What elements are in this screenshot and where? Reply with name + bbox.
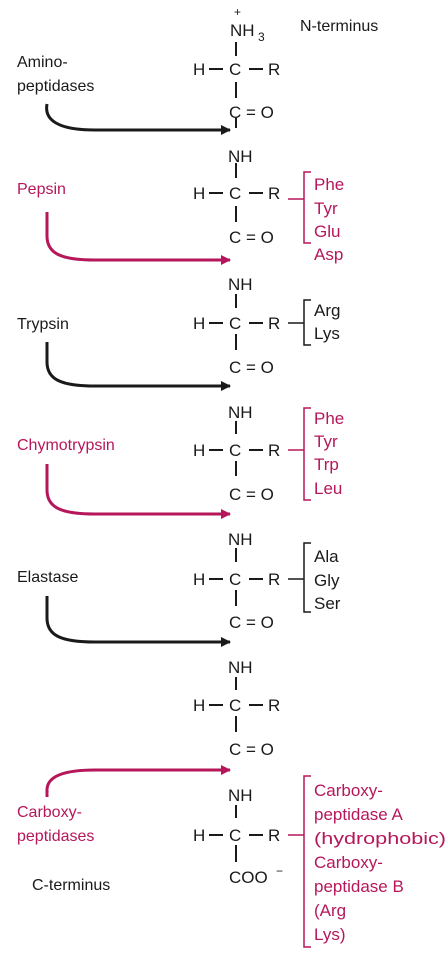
amide-nh: NH bbox=[228, 530, 253, 549]
enzyme-elastase: Elastase bbox=[17, 569, 78, 586]
amide-nh: NH bbox=[228, 147, 253, 166]
alpha-carbon: C bbox=[229, 60, 241, 79]
r-group: R bbox=[268, 696, 280, 715]
n-terminal-amino-group: NH 3 + bbox=[230, 5, 265, 44]
carbonyl: C = O bbox=[229, 613, 274, 632]
carbonyl: C = O bbox=[229, 358, 274, 377]
residue-label: Leu bbox=[314, 479, 342, 498]
specificity-line: (hydrophobic) bbox=[314, 829, 446, 848]
carbonyl: C = O bbox=[229, 228, 274, 247]
residue-label: Arg bbox=[314, 301, 340, 320]
amide-nh: NH bbox=[228, 786, 253, 805]
h-label: H bbox=[193, 826, 205, 845]
alpha-carbon: C bbox=[229, 696, 241, 715]
residue-label: Ala bbox=[314, 547, 339, 566]
h-label: H bbox=[193, 60, 205, 79]
residue-6: H C R C = O NH bbox=[193, 696, 280, 805]
residue-label: Asp bbox=[314, 245, 343, 264]
residue-2: H C R C = O NH bbox=[193, 184, 280, 294]
pepsin-specificity: Phe Tyr Glu Asp bbox=[314, 175, 344, 264]
nh3-subscript: 3 bbox=[258, 30, 265, 44]
specificity-brackets bbox=[288, 171, 311, 948]
residue-label: Ser bbox=[314, 594, 341, 613]
residue-label: Glu bbox=[314, 222, 340, 241]
amide-nh: NH bbox=[228, 275, 253, 294]
trypsin-specificity: Arg Lys bbox=[314, 301, 340, 343]
residue-7: H C R COO − bbox=[193, 826, 283, 887]
pepsin-cleavage-arrow bbox=[45, 212, 231, 265]
residue-label: Tyr bbox=[314, 432, 338, 451]
r-group: R bbox=[268, 184, 280, 203]
specificity-line: peptidase A bbox=[314, 805, 404, 824]
enzyme-pepsin: Pepsin bbox=[17, 181, 66, 198]
residue-label: Phe bbox=[314, 175, 344, 194]
c-terminus-label: C-terminus bbox=[32, 877, 110, 894]
nh3-charge: + bbox=[234, 5, 241, 19]
specificity-line: peptidase B bbox=[314, 877, 404, 896]
h-label: H bbox=[193, 184, 205, 203]
r-group: R bbox=[268, 570, 280, 589]
amide-nh: NH bbox=[228, 403, 253, 422]
carbonyl: C = O bbox=[229, 485, 274, 504]
specificity-line: Carboxy- bbox=[314, 853, 383, 872]
residue-3: H C R C = O NH bbox=[193, 314, 280, 422]
elastase-specificity: Ala Gly Ser bbox=[314, 547, 341, 613]
elastase-cleavage-arrow bbox=[45, 596, 231, 647]
r-group: R bbox=[268, 314, 280, 333]
r-group: R bbox=[268, 441, 280, 460]
residue-label: Gly bbox=[314, 571, 340, 590]
residue-4: H C R C = O NH bbox=[193, 441, 280, 549]
alpha-carbon: C bbox=[229, 441, 241, 460]
enzyme-chymotrypsin: Chymotrypsin bbox=[17, 437, 115, 454]
residue-label: Tyr bbox=[314, 199, 338, 218]
carboxypeptidases-specificity: Carboxy- peptidase A (hydrophobic) Carbo… bbox=[314, 781, 446, 944]
chymotrypsin-cleavage-arrow bbox=[45, 464, 231, 519]
specificity-line: Carboxy- bbox=[314, 781, 383, 800]
enzyme-carboxypeptidases-line-1: Carboxy- bbox=[17, 804, 82, 821]
trypsin-bracket bbox=[288, 299, 311, 346]
r-group: R bbox=[268, 826, 280, 845]
enzyme-aminopeptidases-line-1: Amino- bbox=[17, 54, 68, 71]
h-label: H bbox=[193, 441, 205, 460]
chymotrypsin-bracket bbox=[288, 407, 311, 501]
trypsin-cleavage-arrow bbox=[45, 342, 231, 391]
enzyme-carboxypeptidases-line-2: peptidases bbox=[17, 828, 94, 845]
enzyme-aminopeptidases-line-2: peptidases bbox=[17, 78, 94, 95]
enzyme-trypsin: Trypsin bbox=[17, 316, 69, 333]
carboxypeptidases-bracket bbox=[288, 775, 311, 948]
aminopeptidases-cleavage-arrow bbox=[45, 103, 231, 135]
carbonyl: C = O bbox=[229, 103, 274, 122]
chymotrypsin-specificity: Phe Tyr Trp Leu bbox=[314, 409, 344, 498]
alpha-carbon: C bbox=[229, 184, 241, 203]
n-terminus-label: N-terminus bbox=[300, 18, 378, 35]
amide-nh: NH bbox=[228, 658, 253, 677]
carboxylate-charge: − bbox=[276, 864, 283, 878]
carbonyl: C = O bbox=[229, 740, 274, 759]
residue-label: Phe bbox=[314, 409, 344, 428]
specificity-line: Lys) bbox=[314, 925, 346, 944]
carboxylate: COO bbox=[229, 868, 268, 887]
h-label: H bbox=[193, 696, 205, 715]
specificity-line: (Arg bbox=[314, 901, 346, 920]
carboxypeptidases-cleavage-arrow bbox=[45, 765, 231, 797]
residue-label: Lys bbox=[314, 324, 340, 343]
alpha-carbon: C bbox=[229, 314, 241, 333]
h-label: H bbox=[193, 314, 205, 333]
alpha-carbon: C bbox=[229, 570, 241, 589]
h-label: H bbox=[193, 570, 205, 589]
residue-label: Trp bbox=[314, 455, 339, 474]
r-group: R bbox=[268, 60, 280, 79]
nh3-label: NH bbox=[230, 21, 255, 40]
residue-5: H C R C = O NH bbox=[193, 570, 280, 677]
pepsin-bracket bbox=[288, 171, 311, 244]
alpha-carbon: C bbox=[229, 826, 241, 845]
residue-1: H C R C = O NH bbox=[193, 60, 280, 166]
elastase-bracket bbox=[288, 542, 311, 613]
